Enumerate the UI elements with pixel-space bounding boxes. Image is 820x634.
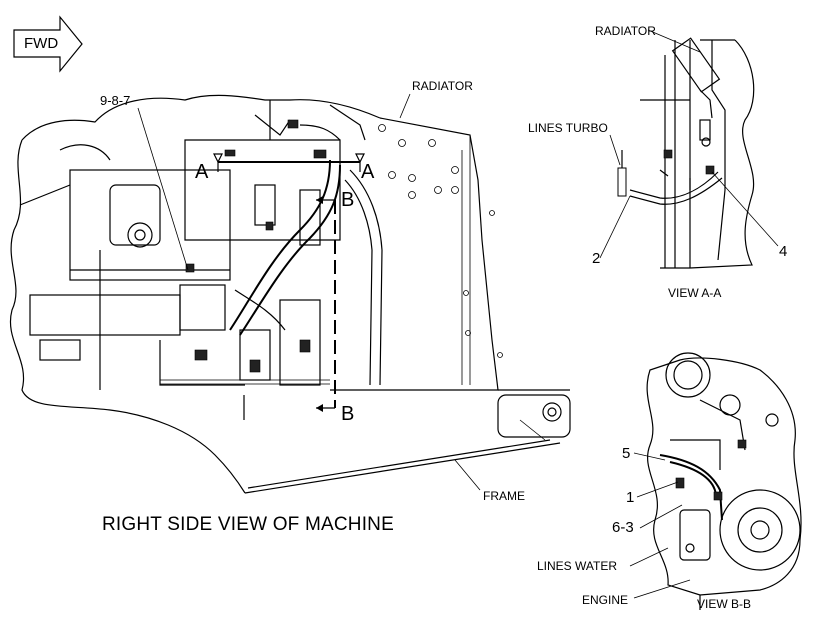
callout-1: 1 bbox=[626, 489, 635, 506]
section-b-bottom-marker: B bbox=[341, 403, 355, 425]
radiator-bolt-pattern bbox=[378, 124, 503, 358]
callout-6-3: 6-3 bbox=[612, 519, 634, 536]
lines-turbo-label: LINES TURBO bbox=[528, 121, 608, 135]
callout-2: 2 bbox=[592, 250, 601, 267]
callout-5: 5 bbox=[622, 445, 631, 462]
section-b-top-marker: B bbox=[341, 189, 355, 211]
callout-9-8-7: 9-8-7 bbox=[100, 93, 131, 108]
lines-water-label: LINES WATER bbox=[537, 559, 618, 573]
callout-4: 4 bbox=[779, 243, 788, 260]
view-bb-title: VIEW B-B bbox=[697, 597, 752, 611]
engine-label: ENGINE bbox=[582, 593, 629, 607]
view-aa-title: VIEW A-A bbox=[668, 286, 722, 300]
main-view-title: RIGHT SIDE VIEW OF MACHINE bbox=[102, 514, 394, 535]
section-a-right-marker: A bbox=[361, 161, 375, 183]
main-radiator-label: RADIATOR bbox=[412, 79, 473, 93]
main-view-drawing bbox=[9, 93, 571, 494]
section-a-left-marker: A bbox=[195, 161, 209, 183]
fwd-label: FWD bbox=[24, 35, 59, 52]
view-aa-radiator-label: RADIATOR bbox=[595, 24, 656, 38]
view-bb-drawing bbox=[629, 352, 802, 610]
frame-label: FRAME bbox=[483, 489, 525, 503]
view-aa-drawing bbox=[599, 29, 779, 269]
fwd-arrow-icon bbox=[13, 15, 83, 73]
